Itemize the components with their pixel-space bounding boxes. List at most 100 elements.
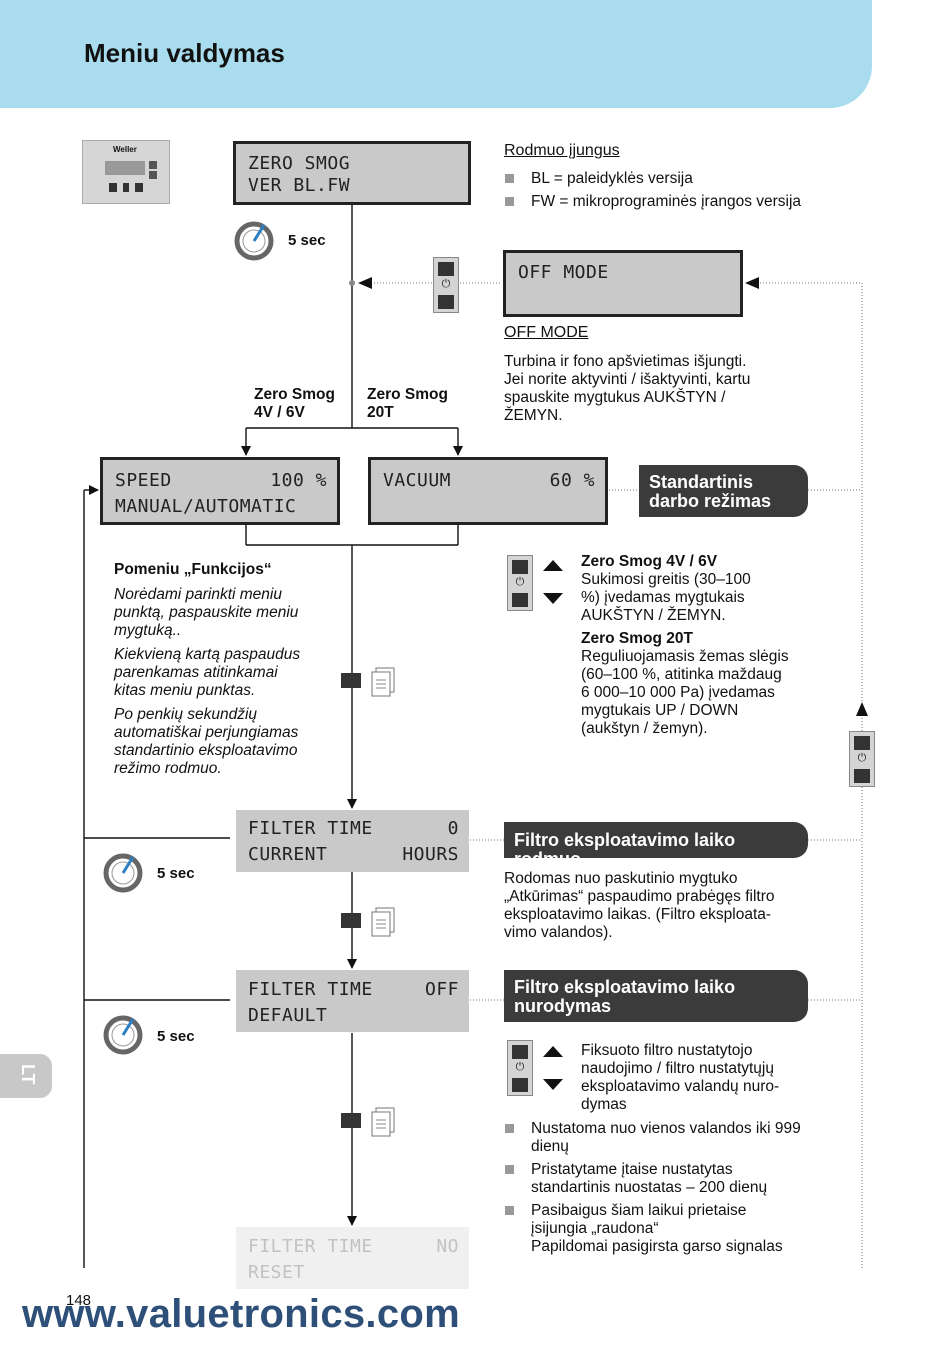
lcd-line: RESET (248, 1262, 305, 1283)
text-line: Pristatytame įtaise nustatytas (531, 1161, 733, 1178)
rodmuo-title: Rodmuo įjungus (504, 142, 620, 159)
lcd-text: FILTER TIME (248, 979, 373, 1000)
up-button-icon (512, 560, 528, 574)
device-button (135, 183, 143, 192)
power-icon: ⏻ (441, 278, 451, 290)
timer-label: 5 sec (157, 865, 195, 882)
text-line: režimo rodmuo. (114, 760, 222, 777)
zs4v-title: Zero Smog 4V / 6V (581, 553, 718, 570)
lcd-off-mode: OFF MODE (503, 250, 743, 317)
pomeniu-title: Pomeniu „Funkcijos“ (114, 561, 272, 578)
text-line: „Atkūrimas“ paspaudimo prabėgęs filtro (504, 888, 775, 905)
device-brand: Weller (113, 145, 137, 154)
text-line: vimo valandos). (504, 924, 613, 941)
text-line: Zero Smog (254, 386, 335, 403)
down-button-icon (512, 1078, 528, 1092)
text-line: kitas meniu punktas. (114, 682, 256, 699)
text-line: mygtukais UP / DOWN (581, 702, 739, 719)
button-stack-icon: ⏻ (507, 1040, 533, 1096)
lcd-line: MANUAL/AUTOMATIC (115, 496, 297, 517)
filter-set-text: Fiksuoto filtro nustatytojo naudojimo / … (581, 1042, 779, 1114)
rodmuo-item-text: BL = paleidyklės versija (531, 170, 693, 187)
language-side-tab: LT (0, 1054, 52, 1098)
lcd-value: HOURS (402, 844, 459, 865)
device-button (149, 161, 157, 169)
lcd-text: FILTER TIME (248, 1236, 373, 1257)
up-button-icon (512, 1045, 528, 1059)
text-line: Rodomas nuo paskutinio mygtuko (504, 870, 738, 887)
device-display (105, 161, 145, 175)
device-button (109, 183, 117, 192)
text-line: 6 000–10 000 Pa) įvedamas (581, 684, 775, 701)
filter-display-tab: Filtro eksploatavimo laiko rodmuo (504, 822, 808, 869)
power-icon: ⏻ (515, 576, 525, 588)
text-line: standartinis nuostatas – 200 dienų (531, 1179, 768, 1196)
button-stack-icon: ⏻ (507, 555, 533, 611)
lcd-line: SPEED 100 % (115, 470, 327, 492)
watermark: www.valuetronics.com (22, 1292, 460, 1336)
text-line: Norėdami parinkti meniu (114, 586, 282, 603)
text-line: punktą, paspauskite meniu (114, 604, 299, 621)
text-line: Turbina ir fono apšvietimas išjungti. (504, 353, 747, 370)
menu-page-icon (371, 1107, 395, 1137)
text-line: ŽEMYN. (504, 407, 563, 424)
down-button-icon (512, 593, 528, 607)
power-icon: ⏻ (515, 1061, 525, 1073)
lcd-line: OFF MODE (518, 262, 609, 283)
text-line: Filtro eksploatavimo laiko (514, 977, 736, 997)
text-line: įsijungia „raudona“ (531, 1220, 659, 1237)
lcd-value: OFF (424, 979, 459, 1000)
text-line: Pasibaigus šiam laikui prietaise (531, 1202, 747, 1219)
menu-page-icon (371, 667, 395, 697)
text-line: Reguliuojamasis žemas slėgis (581, 648, 789, 665)
text-line: Po penkių sekundžių (114, 706, 258, 723)
text-line: darbo režimas (649, 491, 772, 511)
timer-icon (234, 221, 274, 261)
page-number: 148 (66, 1292, 92, 1309)
lcd-line: FILTER TIME OFF (248, 979, 459, 1001)
lcd-filter-reset: FILTER TIME NO RESET (236, 1227, 469, 1289)
menu-page-icon (371, 907, 395, 937)
text-line: (aukštyn / žemyn). (581, 720, 708, 737)
lcd-text: CURRENT (248, 844, 328, 865)
device-thumbnail: Weller (82, 140, 170, 204)
text-line: nurodymas (514, 996, 612, 1016)
up-button-icon (438, 262, 454, 276)
page-title: Meniu valdymas (84, 38, 285, 68)
text-line: Nustatoma nuo vienos valandos iki 999 (531, 1120, 801, 1137)
timer-icon (103, 853, 143, 893)
standard-mode-tab: Standartinis darbo režimas (639, 465, 808, 517)
zs20t-title: Zero Smog 20T (581, 630, 693, 647)
lcd-speed: SPEED 100 % MANUAL/AUTOMATIC (100, 457, 340, 525)
timer-icon (103, 1015, 143, 1055)
text-line: dymas (581, 1096, 627, 1113)
rodmuo-item-text: FW = mikroprograminės įrangos versija (531, 193, 802, 210)
text-line: AUKŠTYN / ŽEMYN. (581, 607, 726, 624)
text-line: dienų (531, 1138, 569, 1155)
power-icon: ⏻ (857, 752, 867, 764)
text-line: eksploatavimo laikas. (Filtro eksploata- (504, 906, 772, 923)
branch-label-20t: Zero Smog 20T (367, 386, 448, 422)
text-line: 4V / 6V (254, 404, 305, 421)
language-code: LT (18, 1064, 38, 1085)
button-stack-icon: ⏻ (849, 731, 875, 787)
off-mode-text: Turbina ir fono apšvietimas išjungti. Je… (504, 353, 750, 425)
text-line: automatiškai perjungiamas (114, 724, 299, 741)
text-line: %) įvedamas mygtukais (581, 589, 745, 606)
text-line: Standartinis (649, 472, 754, 492)
zs4v-text: Zero Smog 4V / 6V Sukimosi greitis (30–1… (581, 553, 789, 738)
timer-label: 5 sec (157, 1028, 195, 1045)
lcd-value: NO (436, 1236, 459, 1257)
lcd-value: 60 % (549, 470, 595, 491)
text-line: Sukimosi greitis (30–100 (581, 571, 751, 588)
lcd-value: 100 % (270, 470, 327, 491)
text-line: Papildomai pasigirsta garso signalas (531, 1238, 783, 1255)
lcd-text: SPEED (115, 470, 172, 491)
filter-display-text: Rodomas nuo paskutinio mygtuko „Atkūrima… (504, 870, 775, 942)
down-button-icon (854, 769, 870, 783)
